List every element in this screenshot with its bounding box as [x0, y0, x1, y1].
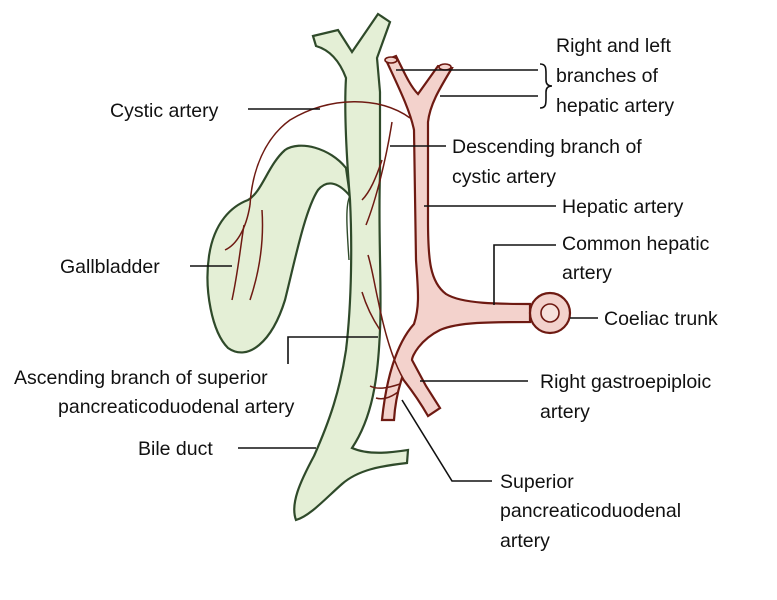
label-right-left-3: hepatic artery — [556, 95, 674, 117]
arterial-tree — [380, 54, 572, 422]
leader-superior-pancreaticoduodenal — [401, 399, 492, 482]
gastroduodenal-twig-2 — [375, 391, 399, 400]
leader-ascending-branch — [287, 336, 378, 364]
hepatic-artery-shape — [380, 54, 532, 422]
cystic-artery-twig-1 — [224, 204, 251, 251]
descending-branch-twig — [361, 159, 383, 201]
label-common-hepatic-1: Common hepatic — [562, 233, 710, 255]
label-common-hepatic-2: artery — [562, 262, 612, 284]
label-gallbladder: Gallbladder — [60, 256, 160, 278]
leader-lines — [190, 69, 598, 482]
branches-brace — [539, 63, 553, 109]
labels: Right and left branches of hepatic arter… — [14, 35, 718, 552]
leader-common-hepatic — [493, 244, 556, 305]
ascending-branch-twig — [361, 291, 381, 331]
small-arteries — [224, 101, 411, 400]
label-hepatic-artery: Hepatic artery — [562, 196, 684, 218]
label-superior-pancreatico-1: Superior — [500, 471, 574, 493]
label-bile-duct: Bile duct — [138, 438, 213, 460]
gallbladder-shape — [206, 144, 352, 354]
label-descending-branch-1: Descending branch of — [452, 136, 642, 158]
label-ascending-branch-1: Ascending branch of superior — [14, 367, 268, 389]
bile-duct-shape — [293, 12, 410, 522]
label-ascending-branch-2: pancreaticoduodenal artery — [58, 396, 295, 418]
right-branch-opening — [384, 56, 398, 64]
label-descending-branch-2: cystic artery — [452, 166, 556, 188]
gastroduodenal-twig-1 — [369, 383, 401, 389]
cystic-artery-twig-2 — [231, 224, 245, 301]
ascending-branch-line — [367, 254, 405, 381]
label-cystic-artery: Cystic artery — [110, 100, 219, 122]
label-right-gastroepiploic-2: artery — [540, 401, 590, 423]
label-right-left-1: Right and left — [556, 35, 671, 57]
label-right-left-2: branches of — [556, 65, 658, 87]
cystic-artery-twig-3 — [249, 209, 264, 301]
label-superior-pancreatico-3: artery — [500, 530, 550, 552]
descending-branch-line — [365, 121, 393, 226]
label-right-gastroepiploic-1: Right gastroepiploic — [540, 371, 712, 393]
coeliac-trunk-inner — [540, 303, 560, 323]
label-superior-pancreatico-2: pancreaticoduodenal — [500, 500, 681, 522]
label-coeliac-trunk: Coeliac trunk — [604, 308, 718, 330]
left-branch-opening — [438, 63, 452, 71]
gallbladder-neck-line — [346, 195, 351, 261]
cystic-artery-line — [249, 101, 411, 206]
